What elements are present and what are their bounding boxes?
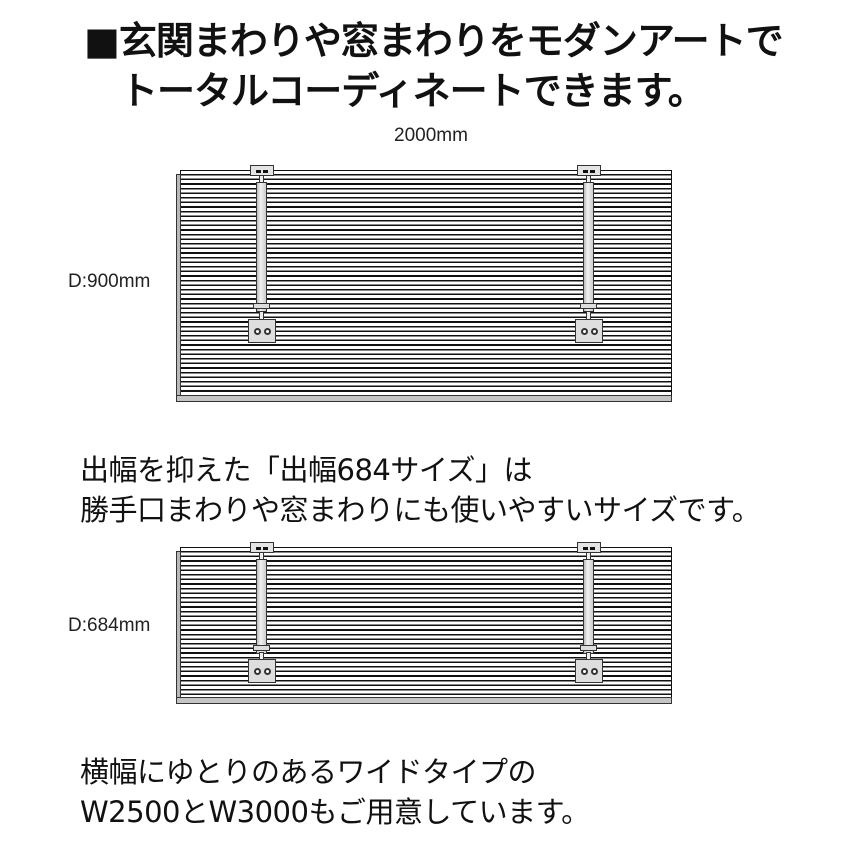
support-arm-right	[575, 542, 603, 683]
arm-rod	[256, 559, 267, 654]
caption-wide-line-2: W2500とW3000もご用意しています。	[80, 795, 590, 829]
awning-front-edge	[176, 697, 672, 704]
square-bullet-icon: ■	[84, 19, 120, 63]
wall-plate	[248, 319, 276, 343]
screw-icon	[591, 668, 598, 675]
screw-icon	[264, 328, 271, 335]
arm-rod	[256, 182, 267, 312]
headline-text-1: 玄関まわりや窓まわりをモダンアートで	[118, 19, 784, 63]
depth-900-label: D:900mm	[68, 271, 151, 292]
screw-icon	[581, 328, 588, 335]
screw-icon	[264, 668, 271, 675]
depth-684-label: D:684mm	[68, 615, 151, 636]
arm-collar	[580, 303, 597, 309]
support-arm-left	[248, 165, 276, 345]
arm-rod	[583, 559, 594, 654]
headline: ■玄関まわりや窓まわりをモダンアートで トータルコーディネートできます。	[84, 16, 784, 116]
awning-side-edge	[176, 174, 181, 402]
screw-icon	[581, 668, 588, 675]
awning-side-edge	[176, 551, 181, 704]
arm-rod	[583, 182, 594, 312]
screw-icon	[254, 328, 261, 335]
screw-icon	[254, 668, 261, 675]
support-arm-left	[248, 542, 276, 683]
caption-wide-line-1: 横幅にゆとりのあるワイドタイプの	[80, 755, 537, 789]
caption-684-line-1: 出幅を抑えた「出幅684サイズ」は	[80, 453, 532, 487]
awning-front-edge	[176, 395, 672, 402]
screw-icon	[591, 328, 598, 335]
headline-line-1: ■玄関まわりや窓まわりをモダンアートで	[84, 16, 784, 66]
arm-collar	[253, 645, 270, 651]
caption-wide: 横幅にゆとりのあるワイドタイプの W2500とW3000もご用意しています。	[80, 752, 590, 832]
caption-684: 出幅を抑えた「出幅684サイズ」は 勝手口まわりや窓まわりにも使いやすいサイズで…	[80, 450, 761, 530]
headline-line-2: トータルコーディネートできます。	[120, 69, 706, 113]
arm-collar	[580, 645, 597, 651]
wall-plate	[575, 319, 603, 343]
arm-collar	[253, 303, 270, 309]
support-arm-right	[575, 165, 603, 345]
wall-plate	[575, 659, 603, 683]
width-dimension-label: 2000mm	[394, 125, 468, 146]
wall-plate	[248, 659, 276, 683]
caption-684-line-2: 勝手口まわりや窓まわりにも使いやすいサイズです。	[80, 493, 761, 527]
